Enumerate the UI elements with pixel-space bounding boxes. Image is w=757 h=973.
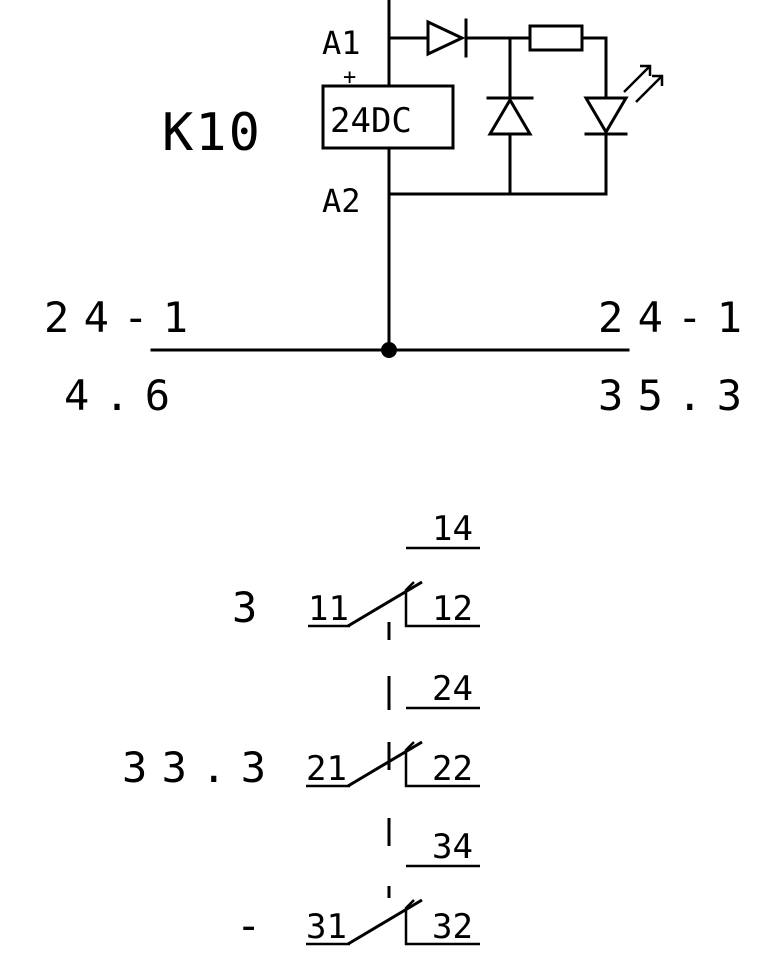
terminal-34-label: 34 xyxy=(432,827,473,867)
terminal-12-label: 12 xyxy=(432,589,473,629)
terminal-a2-label: A2 xyxy=(322,182,361,220)
terminal-11-label: 11 xyxy=(308,589,349,629)
cross-ref-right-top: 24-1 xyxy=(598,293,742,342)
junction-dot-icon xyxy=(381,342,397,358)
resistor-icon xyxy=(528,24,584,52)
terminal-31-label: 31 xyxy=(306,907,347,947)
diode-icon xyxy=(426,18,468,58)
contact-3-ref: - xyxy=(236,901,261,950)
polarity-mark: + xyxy=(343,65,356,90)
bus-section: 24-1 4.6 24-1 35.3 xyxy=(44,293,742,420)
changeover-contact-2: 24 33.3 21 22 xyxy=(122,669,480,792)
coil-rating-label: 24DC xyxy=(330,101,412,141)
coil-circuit: A1 A2 + K10 24DC xyxy=(162,0,664,352)
led-icon xyxy=(583,64,664,136)
relay-coil-icon: 24DC xyxy=(321,84,455,150)
cross-ref-left-bottom: 4.6 xyxy=(64,371,170,420)
contact-2-ref: 33.3 xyxy=(122,743,266,792)
cross-ref-right-bottom: 35.3 xyxy=(598,371,742,420)
terminal-a1-label: A1 xyxy=(322,24,361,62)
terminal-32-label: 32 xyxy=(432,907,473,947)
contact-1-ref: 3 xyxy=(232,583,257,632)
suppressor-diode-icon xyxy=(486,96,534,136)
terminal-24-label: 24 xyxy=(432,669,473,709)
terminal-14-label: 14 xyxy=(432,509,473,549)
contact-block: 14 3 11 12 24 33.3 21 22 34 xyxy=(122,509,480,950)
changeover-contact-3: 34 - 31 32 xyxy=(236,827,480,950)
terminal-21-label: 21 xyxy=(306,749,347,789)
cross-ref-left-top: 24-1 xyxy=(44,293,188,342)
relay-designation: K10 xyxy=(162,103,262,163)
terminal-22-label: 22 xyxy=(432,749,473,789)
changeover-contact-1: 14 3 11 12 xyxy=(232,509,480,632)
